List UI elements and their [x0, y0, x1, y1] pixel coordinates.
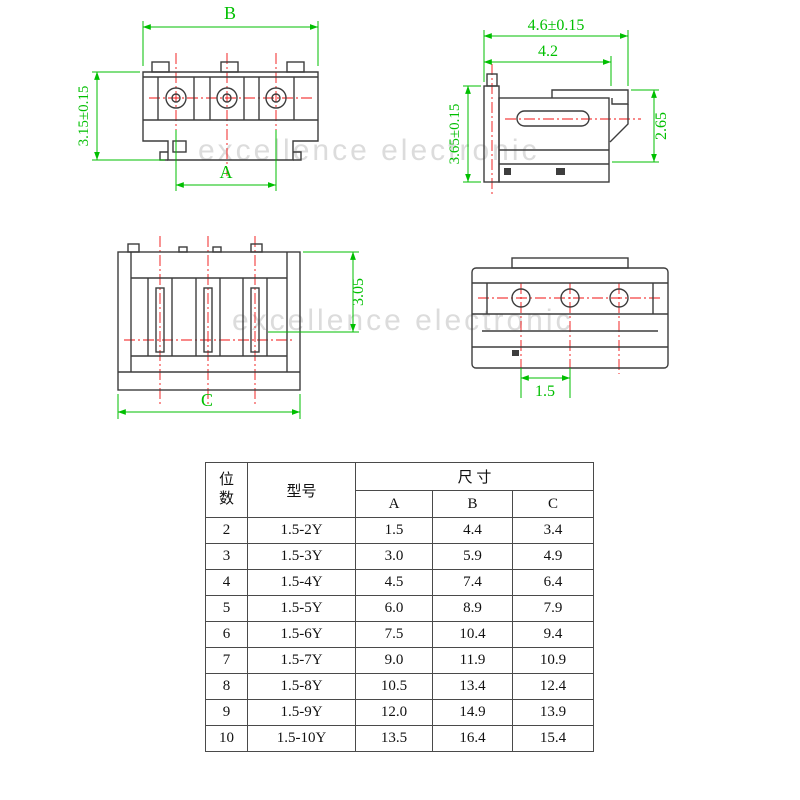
cell-positions: 5 — [205, 595, 248, 622]
dim-label-latch-height: 2.65 — [653, 112, 670, 140]
side-dimension-lines — [463, 30, 659, 183]
cell-a: 9.0 — [355, 647, 433, 674]
cell-model: 1.5-2Y — [247, 517, 356, 544]
dim-label-height-tol: 3.15±0.15 — [76, 86, 92, 147]
rear-dimension-lines — [520, 368, 571, 398]
cell-a: 10.5 — [355, 673, 433, 700]
side-outline — [483, 73, 629, 183]
table-row: 7 1.5-7Y 9.0 11.9 10.9 — [205, 647, 595, 674]
cell-c: 9.4 — [511, 621, 595, 648]
cell-c: 7.9 — [511, 595, 595, 622]
cell-positions: 3 — [205, 543, 248, 570]
header-size: 尺 寸 — [354, 462, 595, 491]
header-col-b: B — [432, 490, 513, 518]
cell-c: 3.4 — [511, 517, 595, 544]
cell-positions: 2 — [205, 517, 248, 544]
dim-label-a: A — [220, 162, 233, 182]
bottom-outline — [117, 243, 301, 391]
cell-model: 1.5-4Y — [247, 569, 356, 596]
header-positions-label: 位数 — [218, 472, 234, 507]
bottom-dimension-lines — [117, 251, 359, 419]
table-row: 8 1.5-8Y 10.5 13.4 12.4 — [205, 673, 595, 700]
dim-label-pitch: 1.5 — [535, 383, 555, 400]
cell-a: 13.5 — [355, 725, 433, 752]
cell-b: 11.9 — [432, 647, 513, 674]
cell-b: 5.9 — [432, 543, 513, 570]
rear-view: 1.5 — [471, 257, 669, 400]
table-row: 9 1.5-9Y 12.0 14.9 13.9 — [205, 699, 595, 726]
cell-a: 12.0 — [355, 699, 433, 726]
dim-label-c: C — [201, 390, 213, 410]
front-view: B 3.15±0.15 A — [76, 3, 319, 191]
cell-a: 4.5 — [355, 569, 433, 596]
table-row: 4 1.5-4Y 4.5 7.4 6.4 — [205, 569, 595, 596]
cell-a: 1.5 — [355, 517, 433, 544]
cell-a: 3.0 — [355, 543, 433, 570]
cell-b: 13.4 — [432, 673, 513, 700]
cell-b: 4.4 — [432, 517, 513, 544]
cell-positions: 6 — [205, 621, 248, 648]
cell-b: 14.9 — [432, 699, 513, 726]
cell-positions: 8 — [205, 673, 248, 700]
watermark-text: excellence electronic — [198, 134, 540, 167]
cell-model: 1.5-9Y — [247, 699, 356, 726]
dim-label-inner-width: 4.2 — [538, 43, 558, 60]
side-view: 4.6±0.15 4.2 3.65±0.15 2.65 — [447, 17, 670, 196]
cell-c: 10.9 — [511, 647, 595, 674]
spec-table: 位数 型号 尺 寸 A B C 2 1.5-2Y 1.5 4.4 3.4 3 1… — [205, 462, 595, 752]
table-row: 10 1.5-10Y 13.5 16.4 15.4 — [205, 725, 595, 752]
cell-model: 1.5-5Y — [247, 595, 356, 622]
technical-drawing: B 3.15±0.15 A — [76, 3, 670, 419]
cell-b: 10.4 — [432, 621, 513, 648]
cell-model: 1.5-6Y — [247, 621, 356, 648]
cell-model: 1.5-3Y — [247, 543, 356, 570]
header-positions: 位数 — [205, 462, 248, 518]
dim-label-slot-depth: 3.05 — [350, 278, 367, 306]
cell-c: 13.9 — [511, 699, 595, 726]
header-col-c: C — [511, 490, 595, 518]
front-dimension-lines — [92, 21, 319, 191]
cell-positions: 7 — [205, 647, 248, 674]
cell-positions: 9 — [205, 699, 248, 726]
cell-positions: 10 — [205, 725, 248, 752]
table-header-row: 位数 型号 尺 寸 — [205, 462, 595, 518]
cell-a: 6.0 — [355, 595, 433, 622]
table-row: 5 1.5-5Y 6.0 8.9 7.9 — [205, 595, 595, 622]
dim-label-outer-width-tol: 4.6±0.15 — [528, 17, 585, 34]
cell-c: 12.4 — [511, 673, 595, 700]
table-subheader-row: A B C — [206, 490, 595, 518]
cell-positions: 4 — [205, 569, 248, 596]
cell-model: 1.5-10Y — [247, 725, 356, 752]
rear-outline — [471, 257, 669, 369]
cell-model: 1.5-8Y — [247, 673, 356, 700]
table-row: 2 1.5-2Y 1.5 4.4 3.4 — [205, 517, 595, 544]
cell-b: 8.9 — [432, 595, 513, 622]
front-outline — [142, 61, 319, 161]
header-col-a: A — [355, 490, 433, 518]
cell-b: 7.4 — [432, 569, 513, 596]
table-row: 6 1.5-6Y 7.5 10.4 9.4 — [205, 621, 595, 648]
bottom-centerlines — [124, 236, 294, 404]
header-model: 型号 — [247, 462, 356, 518]
cell-c: 15.4 — [511, 725, 595, 752]
cell-model: 1.5-7Y — [247, 647, 356, 674]
table-row: 3 1.5-3Y 3.0 5.9 4.9 — [205, 543, 595, 570]
dim-label-b: B — [224, 3, 236, 23]
cell-c: 6.4 — [511, 569, 595, 596]
bottom-view: 3.05 C — [117, 236, 367, 419]
side-centerlines — [491, 64, 641, 196]
cell-c: 4.9 — [511, 543, 595, 570]
dim-label-side-height-tol: 3.65±0.15 — [447, 104, 463, 165]
cell-a: 7.5 — [355, 621, 433, 648]
cell-b: 16.4 — [432, 725, 513, 752]
